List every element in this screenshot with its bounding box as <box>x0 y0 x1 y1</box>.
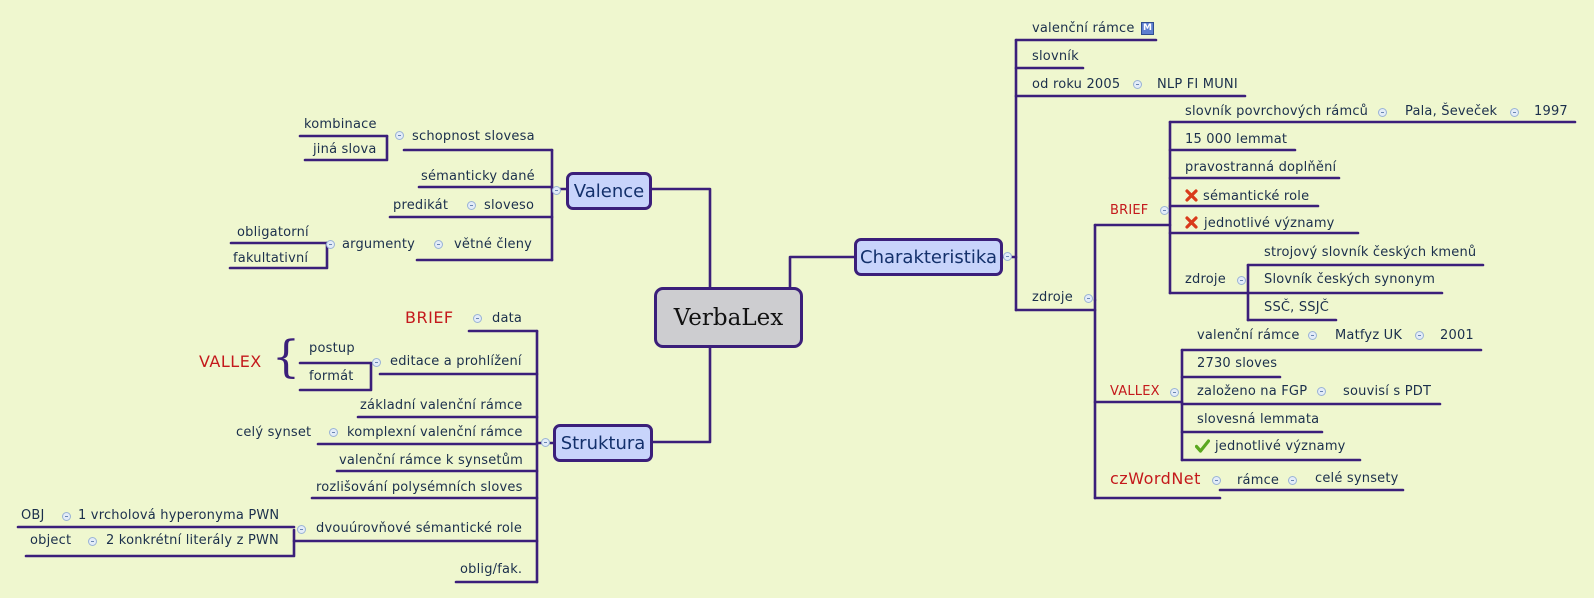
node-od-roku[interactable]: od roku 2005 <box>1032 77 1121 92</box>
collapse-button-editace[interactable] <box>372 358 381 367</box>
collapse-button-zdroje-main[interactable] <box>1084 294 1093 303</box>
topic-charakteristika[interactable]: Charakteristika <box>854 238 1003 276</box>
node-ramce-k-synsetum[interactable]: valenční rámce k synsetům <box>339 453 524 468</box>
collapse-button-czwordnet[interactable] <box>1212 476 1221 485</box>
topic-struktura[interactable]: Struktura <box>553 424 653 462</box>
node-semanticky-dane[interactable]: sémanticky dané <box>421 169 535 184</box>
node-schopnost-slovesa[interactable]: schopnost slovesa <box>412 129 535 144</box>
node-jednotlive-vyznamy-brief[interactable]: jednotlivé významy <box>1204 216 1335 231</box>
node-slovnik-synonym[interactable]: Slovník českých synonym <box>1264 272 1436 287</box>
node-obj[interactable]: OBJ <box>21 508 45 523</box>
node-oblig-fak[interactable]: oblig/fak. <box>460 562 523 577</box>
collapse-button-brief-data[interactable] <box>473 314 482 323</box>
node-slovnik[interactable]: slovník <box>1032 49 1079 64</box>
node-matfyz-uk[interactable]: Matfyz UK <box>1335 328 1403 343</box>
node-brief-struktura[interactable]: BRIEF <box>405 308 454 327</box>
central-topic-verbalex[interactable]: VerbaLex <box>654 287 803 348</box>
node-ramce[interactable]: rámce <box>1237 473 1280 488</box>
node-editace[interactable]: editace a prohlížení <box>390 354 522 369</box>
node-argumenty[interactable]: argumenty <box>342 237 416 252</box>
collapse-button-valence[interactable] <box>552 186 561 195</box>
cross-icon <box>1185 189 1198 202</box>
node-semanticke-role[interactable]: sémantické role <box>1203 189 1310 204</box>
node-vrcholova-hyperonyma[interactable]: 1 vrcholová hyperonyma PWN <box>78 508 280 523</box>
node-ssc-ssjc[interactable]: SSČ, SSJČ <box>1264 300 1330 315</box>
collapse-button-brief[interactable] <box>1160 206 1169 215</box>
node-sloveso[interactable]: sloveso <box>484 198 535 213</box>
node-kombinace[interactable]: kombinace <box>304 117 377 132</box>
node-valencni-ramce-top[interactable]: valenční rámce <box>1032 21 1135 36</box>
node-czwordnet[interactable]: czWordNet <box>1110 469 1201 488</box>
node-15000-lemmat[interactable]: 15 000 lemmat <box>1185 132 1288 147</box>
node-slovnik-povrchovych[interactable]: slovník povrchových rámců <box>1185 104 1369 119</box>
collapse-button-struktura[interactable] <box>541 438 550 447</box>
collapse-button-fgp[interactable] <box>1317 387 1326 396</box>
node-zdroje-brief[interactable]: zdroje <box>1185 272 1226 287</box>
collapse-button-od-roku[interactable] <box>1133 80 1142 89</box>
node-jina-slova[interactable]: jiná slova <box>313 142 377 157</box>
node-slovesna-lemmata[interactable]: slovesná lemmata <box>1197 412 1320 427</box>
node-year-2001[interactable]: 2001 <box>1440 328 1474 343</box>
node-zdroje-main[interactable]: zdroje <box>1032 290 1073 305</box>
node-postup[interactable]: postup <box>309 341 355 356</box>
m-marker-icon[interactable]: M <box>1141 22 1154 35</box>
node-obligatorni[interactable]: obligatorní <box>237 225 309 240</box>
collapse-button-zdroje-brief[interactable] <box>1237 276 1246 285</box>
node-zalozeno-fgp[interactable]: založeno na FGP <box>1197 384 1308 399</box>
node-zakladni-ramce[interactable]: základní valenční rámce <box>360 398 523 413</box>
node-year-1997[interactable]: 1997 <box>1534 104 1568 119</box>
topic-valence-label: Valence <box>573 180 645 202</box>
node-predikat[interactable]: predikát <box>393 198 449 213</box>
node-vallex-struktura[interactable]: VALLEX <box>199 352 262 371</box>
collapse-button-povrchovych[interactable] <box>1378 108 1387 117</box>
node-pala-sevecek[interactable]: Pala, Ševeček <box>1405 104 1498 119</box>
node-strojovy-slovnik[interactable]: strojový slovník českých kmenů <box>1264 245 1477 260</box>
collapse-button-pala[interactable] <box>1510 108 1519 117</box>
node-object[interactable]: object <box>30 533 72 548</box>
collapse-button-vallex[interactable] <box>1170 388 1179 397</box>
collapse-button-komplexni[interactable] <box>329 428 338 437</box>
node-cele-synsety[interactable]: celé synsety <box>1315 471 1399 486</box>
collapse-button-vetne-cleny[interactable] <box>434 240 443 249</box>
collapse-button-charakteristika[interactable] <box>1003 252 1012 261</box>
collapse-button-ramce[interactable] <box>1288 476 1297 485</box>
node-data[interactable]: data <box>492 311 523 326</box>
collapse-button-object[interactable] <box>88 537 97 546</box>
node-vetne-cleny[interactable]: větné členy <box>454 237 533 252</box>
collapse-button-valencni-vallex[interactable] <box>1308 331 1317 340</box>
cross-icon <box>1185 216 1198 229</box>
collapse-button-predikat[interactable] <box>467 201 476 210</box>
collapse-button-argumenty[interactable] <box>326 240 335 249</box>
central-topic-label: VerbaLex <box>673 304 784 331</box>
collapse-button-obj[interactable] <box>62 512 71 521</box>
node-valencni-ramce-vallex[interactable]: valenční rámce <box>1197 328 1300 343</box>
collapse-button-matfyz[interactable] <box>1415 331 1424 340</box>
topic-valence[interactable]: Valence <box>566 172 652 210</box>
node-2730-sloves[interactable]: 2730 sloves <box>1197 356 1278 371</box>
collapse-button-dvouurovnove[interactable] <box>297 525 306 534</box>
node-dvouurovnove-role[interactable]: dvouúrovňové sémantické role <box>316 521 523 536</box>
curly-brace-icon: { <box>272 332 300 383</box>
node-souvisi-pdt[interactable]: souvisí s PDT <box>1343 384 1432 399</box>
node-konkretni-literaly[interactable]: 2 konkrétní literály z PWN <box>106 533 279 548</box>
topic-charakteristika-label: Charakteristika <box>860 246 997 268</box>
collapse-button-schopnost[interactable] <box>395 131 404 140</box>
node-cely-synset[interactable]: celý synset <box>236 425 312 440</box>
node-pravostranna[interactable]: pravostranná doplňění <box>1185 160 1337 175</box>
node-brief-zdroje[interactable]: BRIEF <box>1110 203 1149 218</box>
node-rozlisovani[interactable]: rozlišování polysémních sloves <box>316 480 523 495</box>
node-fakultativni[interactable]: fakultativní <box>233 251 309 266</box>
node-komplexni-ramce[interactable]: komplexní valenční rámce <box>347 425 523 440</box>
node-format[interactable]: formát <box>309 369 354 384</box>
topic-struktura-label: Struktura <box>560 432 646 454</box>
check-icon <box>1195 439 1210 453</box>
node-nlp-fi-muni[interactable]: NLP FI MUNI <box>1157 77 1238 92</box>
node-jednotlive-vyznamy-vallex[interactable]: jednotlivé významy <box>1215 439 1346 454</box>
node-vallex-zdroje[interactable]: VALLEX <box>1110 384 1160 399</box>
